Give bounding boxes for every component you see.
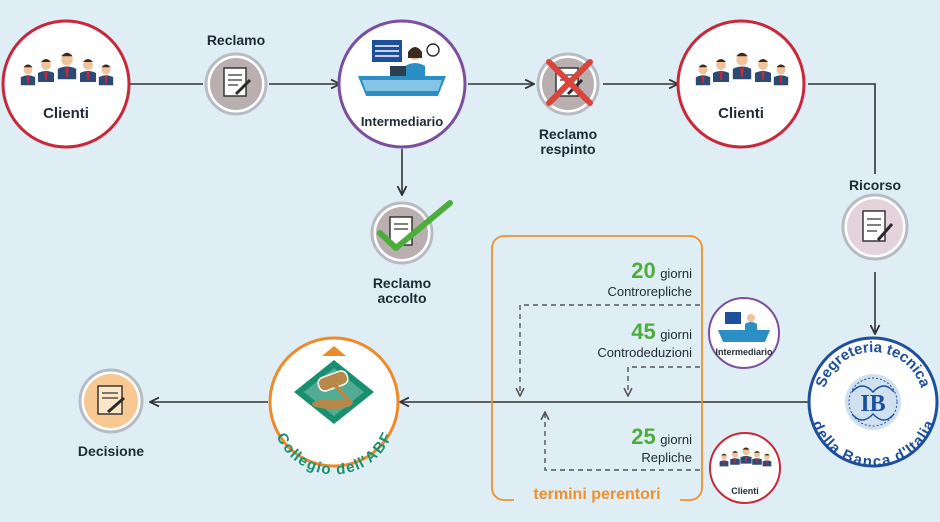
clienti-left-label: Clienti <box>43 105 89 122</box>
terms-box-label-bg <box>514 486 680 510</box>
term-controdeduzioni: 45 giorni Controdeduzioni <box>560 319 692 360</box>
node-intermediario <box>337 19 467 149</box>
node-reclamo-accolto <box>370 200 453 265</box>
small-clienti-label: Clienti <box>731 486 759 496</box>
accolto-line-2: accolto <box>377 290 427 306</box>
small-intermediario-label: Intermediario <box>715 347 773 357</box>
term-unit: giorni <box>660 266 692 281</box>
node-ricorso <box>841 193 909 261</box>
clienti-right-label: Clienti <box>718 105 764 122</box>
svg-text:IB: IB <box>860 391 885 417</box>
ricorso-label: Ricorso <box>848 177 902 193</box>
decisione-label: Decisione <box>77 443 145 459</box>
accolto-line-1: Reclamo <box>372 275 432 291</box>
respinto-line-2: respinto <box>540 141 596 157</box>
reclamo-label: Reclamo <box>206 32 266 48</box>
green-check-icon <box>377 200 453 251</box>
term-controrepliche: 20 giorni Controrepliche <box>560 258 692 299</box>
terms-box <box>491 235 703 510</box>
node-small-intermediario <box>708 297 780 369</box>
gavel-icon <box>294 346 374 424</box>
node-collegio-abf: Collegio dell'ABF <box>268 336 400 478</box>
respinto-line-1: Reclamo <box>538 126 598 142</box>
node-segreteria-tecnica: IB Segreteria tecnica della Banca d'Ital… <box>807 336 939 470</box>
connector-clienti-ricorso <box>808 83 876 174</box>
term-days: 45 <box>631 319 656 344</box>
termini-perentori-label: termini perentori <box>533 486 661 503</box>
small-clienti-ring <box>709 432 781 504</box>
reclamo-accolto-label: Reclamo accolto <box>362 276 442 306</box>
clienti-left-ring <box>1 19 131 149</box>
term-label: Controrepliche <box>607 284 692 299</box>
term-days: 25 <box>631 424 656 449</box>
checklist-icon <box>862 210 894 242</box>
red-x-icon <box>546 59 593 106</box>
node-clienti-right <box>676 19 806 149</box>
banca-italia-logo: IB <box>845 374 901 430</box>
office-desk-icon <box>718 312 770 342</box>
connectors <box>130 84 875 402</box>
dashed-arrow-controrepliche <box>520 304 700 396</box>
clienti-right-ring <box>676 19 806 149</box>
term-repliche: 25 giorni Repliche <box>560 424 692 465</box>
document-pen-icon <box>223 67 252 97</box>
node-small-clienti <box>709 432 781 504</box>
dashed-arrow-repliche <box>545 412 700 471</box>
scroll-gavel-icon <box>97 385 125 415</box>
reclamo-respinto-label: Reclamo respinto <box>528 127 608 157</box>
node-clienti-left <box>1 19 131 149</box>
node-reclamo-respinto <box>536 52 600 116</box>
term-days: 20 <box>631 258 656 283</box>
node-decisione <box>78 368 144 434</box>
term-label: Controdeduzioni <box>597 345 692 360</box>
desk-sign-label: Ufficio reclami <box>362 100 420 109</box>
office-desk-icon <box>358 40 446 96</box>
node-reclamo <box>204 52 268 116</box>
dashed-arrow-controdeduzioni <box>628 366 700 396</box>
intermediario-label: Intermediario <box>360 114 444 129</box>
term-unit: giorni <box>660 432 692 447</box>
term-unit: giorni <box>660 327 692 342</box>
term-label: Repliche <box>641 450 692 465</box>
